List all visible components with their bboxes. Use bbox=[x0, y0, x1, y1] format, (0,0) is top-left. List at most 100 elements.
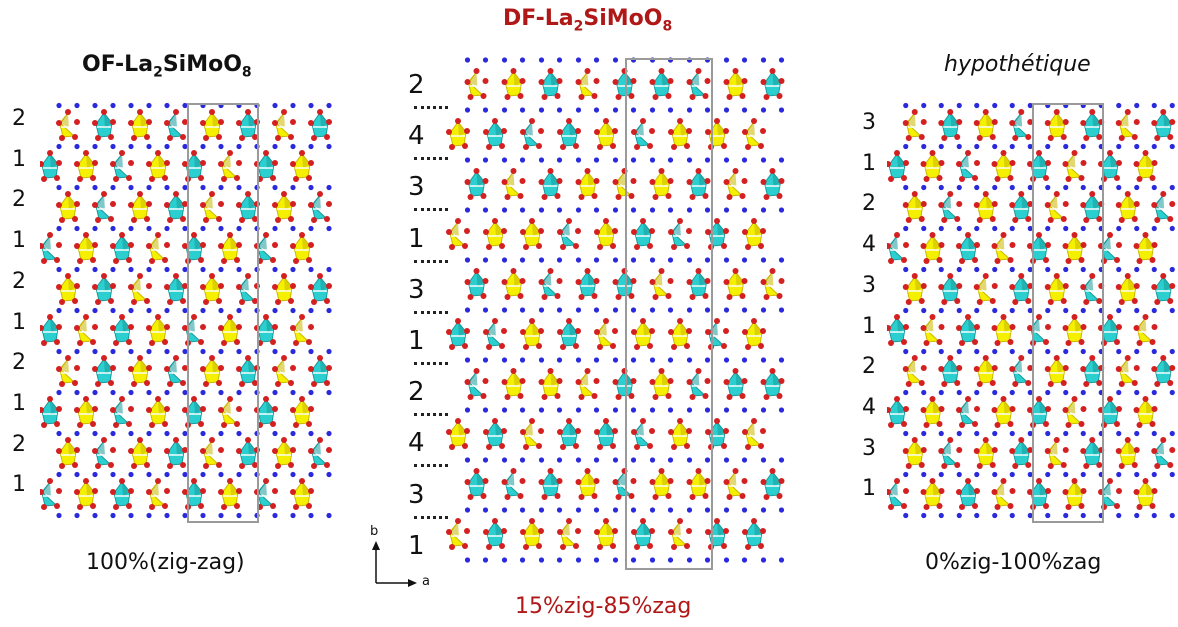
o-atom bbox=[218, 447, 224, 453]
mo-tetrahedron bbox=[612, 168, 637, 200]
o-atom bbox=[90, 257, 96, 263]
la-atom bbox=[538, 357, 545, 363]
o-atom bbox=[612, 428, 618, 434]
o-atom bbox=[888, 258, 894, 264]
o-atom bbox=[628, 393, 635, 399]
o-atom bbox=[234, 421, 240, 427]
o-atom bbox=[462, 343, 468, 349]
o-atom bbox=[615, 394, 622, 400]
o-atom bbox=[989, 216, 996, 222]
o-atom bbox=[991, 201, 998, 207]
o-atom bbox=[464, 179, 471, 185]
o-atom bbox=[923, 340, 930, 346]
mo-tetrahedron bbox=[56, 437, 80, 469]
o-atom bbox=[239, 135, 245, 141]
mo-tetrahedron bbox=[902, 191, 927, 223]
mo-tetrahedron bbox=[146, 314, 170, 346]
o-atom bbox=[146, 161, 152, 167]
o-atom bbox=[628, 93, 635, 99]
o-atom bbox=[182, 447, 188, 453]
o-atom bbox=[1027, 325, 1033, 331]
o-atom bbox=[763, 94, 770, 100]
o-atom bbox=[1078, 421, 1085, 427]
mo-tetrahedron bbox=[128, 109, 152, 141]
la-atom bbox=[146, 348, 152, 355]
axis-indicator bbox=[372, 541, 417, 587]
o-atom bbox=[1089, 109, 1096, 115]
o-atom bbox=[578, 94, 585, 100]
o-atom bbox=[1007, 175, 1014, 181]
si-tetrahedron bbox=[164, 273, 188, 305]
la-atom bbox=[1063, 225, 1069, 232]
o-atom bbox=[941, 135, 948, 141]
la-atom bbox=[956, 266, 962, 273]
o-atom bbox=[288, 298, 294, 304]
o-atom bbox=[597, 144, 603, 150]
o-atom bbox=[1047, 135, 1054, 141]
la-atom bbox=[308, 471, 314, 478]
o-atom bbox=[603, 518, 609, 524]
la-atom bbox=[1080, 430, 1086, 437]
si-tetrahedron bbox=[723, 368, 748, 400]
o-atom bbox=[686, 128, 692, 134]
la-atom bbox=[704, 307, 711, 313]
o-atom bbox=[131, 299, 137, 305]
title-text: SiMoO bbox=[162, 52, 242, 77]
la-atom bbox=[464, 157, 471, 163]
la-atom bbox=[921, 102, 927, 109]
la-atom bbox=[128, 184, 134, 191]
o-atom bbox=[668, 429, 674, 435]
la-atom bbox=[501, 257, 508, 263]
o-atom bbox=[92, 406, 98, 412]
o-atom bbox=[1062, 243, 1069, 249]
mo-tetrahedron bbox=[74, 150, 98, 182]
title-text: SiMoO bbox=[583, 6, 663, 31]
o-atom bbox=[173, 437, 179, 443]
o-atom bbox=[591, 293, 598, 299]
la-atom bbox=[903, 471, 909, 478]
o-atom bbox=[667, 478, 674, 484]
o-atom bbox=[769, 468, 776, 474]
la-atom bbox=[556, 357, 563, 363]
si-tetrahedron bbox=[1098, 396, 1122, 428]
la-atom bbox=[778, 307, 785, 313]
o-atom bbox=[1044, 284, 1051, 290]
mo-tetrahedron bbox=[668, 118, 692, 150]
o-atom bbox=[462, 143, 468, 149]
si-tetrahedron bbox=[110, 314, 134, 346]
si-tetrahedron bbox=[557, 318, 581, 350]
o-atom bbox=[290, 119, 296, 125]
la-atom bbox=[778, 407, 785, 413]
o-atom bbox=[760, 479, 767, 485]
o-atom bbox=[658, 268, 665, 274]
o-atom bbox=[941, 217, 948, 223]
la-atom bbox=[1134, 184, 1140, 191]
o-atom bbox=[1012, 217, 1019, 223]
o-atom bbox=[554, 493, 561, 499]
o-atom bbox=[705, 429, 711, 435]
row-label: 1 bbox=[12, 228, 26, 254]
la-atom bbox=[218, 307, 224, 314]
la-atom bbox=[974, 430, 980, 437]
o-atom bbox=[1151, 488, 1158, 494]
o-atom bbox=[221, 504, 227, 510]
o-atom bbox=[501, 279, 508, 285]
o-atom bbox=[742, 329, 748, 335]
la-atom bbox=[200, 143, 206, 150]
o-atom bbox=[976, 463, 983, 469]
la-atom bbox=[778, 157, 785, 163]
o-atom bbox=[173, 273, 179, 279]
o-atom bbox=[684, 243, 690, 249]
o-atom bbox=[575, 79, 582, 85]
mo-tetrahedron bbox=[290, 396, 314, 428]
la-atom bbox=[92, 348, 98, 355]
o-atom bbox=[991, 365, 998, 371]
o-atom bbox=[936, 339, 943, 345]
la-atom bbox=[519, 357, 526, 363]
o-atom bbox=[547, 368, 554, 374]
o-atom bbox=[1043, 257, 1049, 263]
la-atom bbox=[464, 107, 471, 113]
o-atom bbox=[486, 444, 492, 450]
mo-tetrahedron bbox=[483, 218, 507, 250]
la-atom bbox=[778, 557, 785, 563]
